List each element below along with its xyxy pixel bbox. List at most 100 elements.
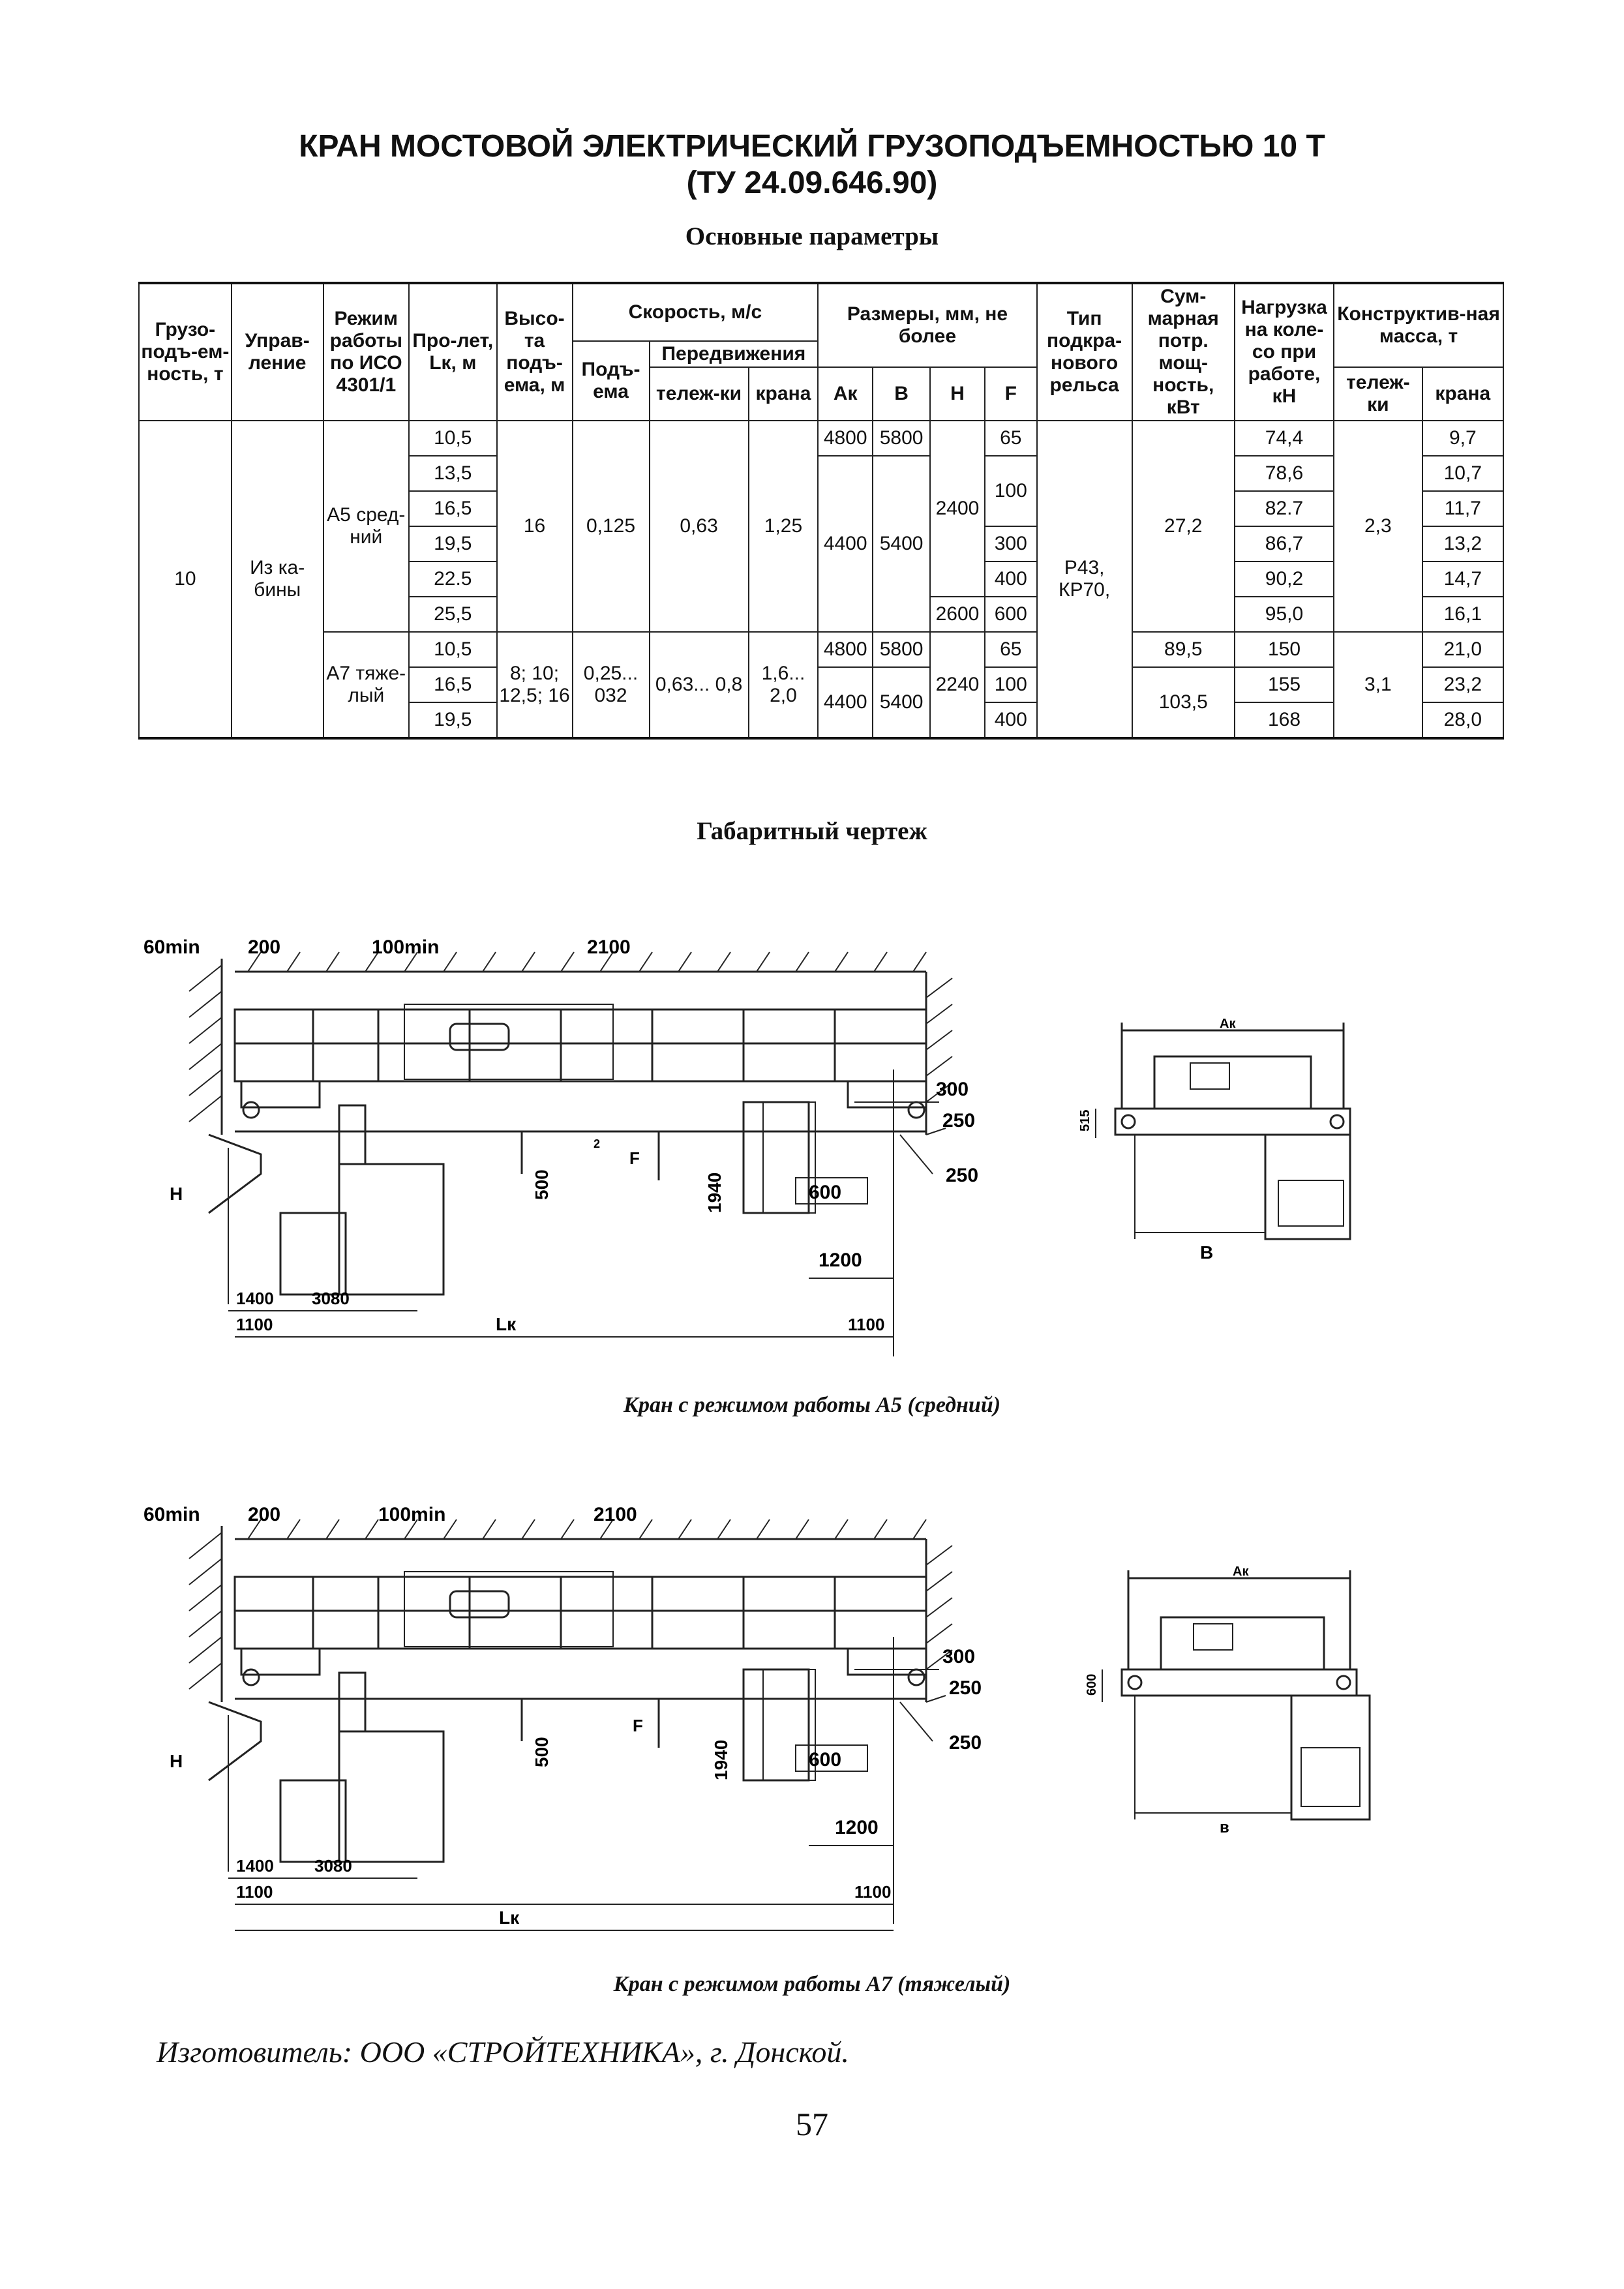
dim-250b: 250 [949, 1732, 982, 1754]
side-dim-515: 515 [1078, 1110, 1092, 1131]
section-drawing-heading: Габаритный чертеж [697, 817, 927, 845]
side-dim-600: 600 [1085, 1674, 1099, 1696]
dim-100min: 100min [372, 939, 439, 958]
cell-wheel: 155 [1233, 666, 1335, 703]
cell-wheel: 86,7 [1233, 526, 1335, 562]
cell-wheel: 95,0 [1233, 596, 1335, 633]
page-subtitle: (ТУ 24.09.646.90) [686, 166, 938, 200]
cell-span: 25,5 [408, 596, 498, 633]
dim-3080: 3080 [312, 1289, 350, 1308]
cell-dim-f: 400 [984, 702, 1038, 739]
cell-power-a7: 103,5 [1131, 666, 1235, 739]
cell-wheel: 150 [1233, 631, 1335, 668]
cell-mode-a5: А5 сред-ний [322, 420, 410, 633]
cell-dim-b: 5800 [872, 631, 931, 668]
cell-speed-trolley-a7: 0,63... 0,8 [648, 631, 749, 739]
cell-mass-crane: 21,0 [1421, 631, 1505, 668]
manufacturer-note: Изготовитель: ООО «СТРОЙТЕХНИКА», г. Дон… [157, 2035, 849, 2069]
dim-600: 600 [809, 1182, 841, 1203]
hdr-dim-h: H [929, 367, 985, 421]
cell-dim-a: 4800 [817, 420, 874, 456]
dim-1100: 1100 [236, 1315, 273, 1334]
cell-dim-f: 100 [984, 455, 1038, 527]
cell-capacity: 10 [138, 420, 232, 739]
hdr-height: Высо-та подъ-ема, м [496, 282, 573, 421]
crane-side-view-a7: Ак 600 в [1085, 1565, 1371, 1836]
cell-dim-a-a5: 4400 [817, 455, 874, 633]
dim-300: 300 [936, 1079, 969, 1100]
cell-dim-f: 300 [984, 526, 1038, 562]
cell-mass-trolley-a5: 2,3 [1333, 420, 1423, 633]
dim-60min: 60min [143, 1506, 200, 1525]
cell-span: 16,5 [408, 666, 498, 703]
dim-500: 500 [532, 1737, 552, 1767]
page-number: 57 [796, 2106, 828, 2142]
dim-60min: 60min [143, 939, 200, 958]
cell-span: 10,5 [408, 420, 498, 456]
side-dim-ak: Ак [1233, 1565, 1249, 1579]
hdr-speed-move: Передвижения [648, 340, 819, 368]
cell-control: Из ка-бины [230, 420, 324, 739]
dim-1200: 1200 [819, 1249, 862, 1271]
cell-mass-crane: 9,7 [1421, 420, 1505, 456]
dim-1200: 1200 [835, 1817, 879, 1838]
dim-f: F [629, 1148, 640, 1168]
cell-dim-h: 2600 [929, 596, 985, 633]
cell-height-a7: 8; 10; 12,5; 16 [496, 631, 573, 739]
cell-dim-f: 600 [984, 596, 1038, 633]
dim-600: 600 [809, 1749, 841, 1771]
cell-power: 89,5 [1131, 631, 1235, 668]
dim-lk: Lк [496, 1314, 517, 1334]
hdr-mode: Режим работы по ИСО 4301/1 [322, 282, 410, 421]
dim-2100: 2100 [587, 939, 631, 958]
cell-mass-crane: 23,2 [1421, 666, 1505, 703]
cell-mass-crane: 10,7 [1421, 455, 1505, 492]
hdr-mass: Конструктив-ная масса, т [1333, 282, 1504, 368]
dim-100min: 100min [378, 1506, 445, 1525]
cell-dim-b-a5: 5400 [872, 455, 931, 633]
dim-500: 500 [532, 1169, 552, 1200]
cell-wheel: 74,4 [1233, 420, 1335, 456]
hdr-mass-trolley: тележ-ки [1333, 367, 1423, 421]
hdr-control: Управ-ление [230, 282, 324, 421]
dim-2100: 2100 [594, 1506, 637, 1525]
hdr-dim-f: F [984, 367, 1038, 421]
cell-span: 19,5 [408, 526, 498, 562]
cell-dim-a-a7: 4400 [817, 666, 874, 739]
cell-mass-crane: 13,2 [1421, 526, 1505, 562]
caption-a7: Кран с режимом работы А7 (тяжелый) [613, 1972, 1011, 1996]
cell-speed-lift-a5: 0,125 [571, 420, 650, 633]
cell-dim-b: 5800 [872, 420, 931, 456]
params-table: Грузо-подъ-ем-ность, т Управ-ление Режим… [138, 282, 1505, 740]
cell-span: 10,5 [408, 631, 498, 668]
dim-h: H [170, 1751, 183, 1771]
dim-1940: 1940 [704, 1173, 725, 1213]
dim-f: F [633, 1716, 643, 1735]
dim-250: 250 [942, 1110, 975, 1131]
cell-speed-lift-a7: 0,25... 032 [571, 631, 650, 739]
crane-drawing-a7: 60min 200 100min 2100 300 250 250 600 12… [143, 1506, 982, 1931]
hdr-speed-trolley: тележ-ки [648, 367, 749, 421]
hdr-speed-lift: Подъ-ема [571, 340, 650, 421]
dim-lk: Lк [499, 1908, 520, 1928]
hdr-span: Про-лет, Lк, м [408, 282, 498, 421]
dim-200: 200 [248, 939, 280, 958]
cell-mass-crane: 28,0 [1421, 702, 1505, 739]
side-dim-b: В [1200, 1242, 1213, 1263]
dim-3080: 3080 [314, 1856, 352, 1876]
section-params-heading: Основные параметры [685, 222, 939, 250]
cell-mode-a7: А7 тяже-лый [322, 631, 410, 739]
cell-mass-trolley-a7: 3,1 [1333, 631, 1423, 739]
cell-wheel: 90,2 [1233, 561, 1335, 597]
dim-2: 2 [594, 1137, 600, 1150]
cell-span: 19,5 [408, 702, 498, 739]
cell-mass-crane: 14,7 [1421, 561, 1505, 597]
hdr-dims: Размеры, мм, не более [817, 282, 1038, 368]
cell-mass-crane: 11,7 [1421, 490, 1505, 527]
hdr-wheel: Нагрузка на коле-со при работе, кН [1233, 282, 1335, 421]
crane-drawing-a5: 60min 200 100min 2100 300 250 250 600 12… [143, 939, 978, 1356]
cell-span: 22.5 [408, 561, 498, 597]
cell-height-a5: 16 [496, 420, 573, 633]
dim-1400: 1400 [236, 1289, 274, 1308]
cell-wheel: 168 [1233, 702, 1335, 739]
